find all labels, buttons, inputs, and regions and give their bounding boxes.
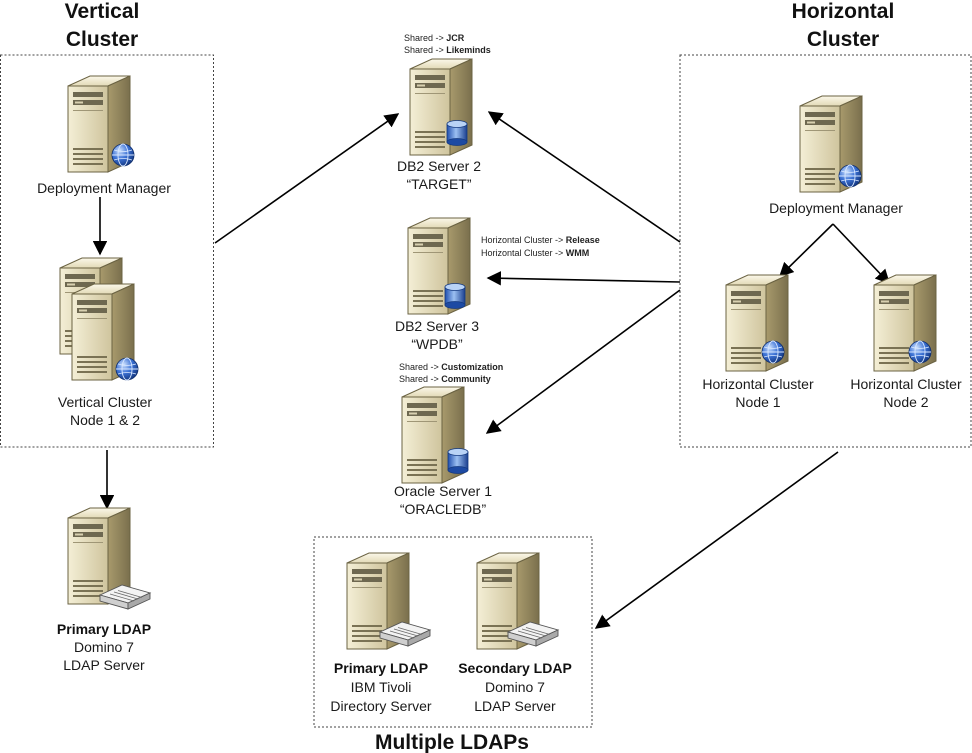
oracle-server-1	[401, 386, 469, 484]
db2-3-label-line1: DB2 Server 3	[395, 318, 479, 334]
globe-icon	[111, 143, 135, 167]
db2-2-label-line1: DB2 Server 2	[397, 158, 481, 174]
horizontal-node-2-label-line1: Horizontal Cluster	[850, 376, 962, 392]
horizontal-node-1-label-line2: Node 1	[735, 394, 780, 410]
db2-2-label-line2: “TARGET”	[406, 176, 471, 192]
horizontal-node-2-label-line2: Node 2	[883, 394, 928, 410]
connector-vertical-to-db2-2	[214, 113, 400, 244]
db2-server-3	[407, 217, 471, 315]
oracle-note-1: Shared -> Customization	[399, 362, 503, 372]
connectors	[92, 111, 890, 629]
db2-2-note-2-prefix: Shared ->	[404, 45, 446, 55]
primary-ldap-left-line3: LDAP Server	[63, 657, 145, 673]
oracle-note-2: Shared -> Community	[399, 374, 491, 384]
connector-horizontal-to-db2-3	[486, 271, 681, 286]
db2-3-note-2: Horizontal Cluster -> WMM	[481, 248, 589, 258]
db2-3-note-1-value: Release	[566, 235, 600, 245]
connector-horizontal-to-ldaps	[594, 451, 839, 629]
vertical-nodes-label-line1: Vertical Cluster	[58, 394, 152, 410]
horizontal-cluster-title-line1: Horizontal	[792, 0, 895, 23]
globe-icon	[908, 340, 932, 364]
vertical-cluster-title-line1: Vertical	[65, 0, 140, 23]
oracle-label-line2: “ORACLEDB”	[400, 501, 487, 517]
vertical-cluster-nodes	[59, 257, 139, 381]
db2-server-2	[409, 58, 473, 156]
horizontal-node-1-label-line1: Horizontal Cluster	[702, 376, 814, 392]
connector-hdm-to-node2	[832, 223, 890, 285]
globe-icon	[838, 164, 862, 188]
vertical-deployment-manager-label: Deployment Manager	[37, 180, 171, 196]
database-cylinder-icon	[447, 448, 469, 474]
secondary-ldap-line2: Domino 7	[485, 679, 545, 695]
db2-2-note-2-value: Likeminds	[446, 45, 491, 55]
globe-icon	[761, 340, 785, 364]
secondary-ldap-line1: Secondary LDAP	[458, 660, 572, 676]
vertical-cluster-frame	[0, 54, 214, 448]
db2-3-note-2-prefix: Horizontal Cluster ->	[481, 248, 566, 258]
oracle-note-1-value: Customization	[441, 362, 503, 372]
database-cylinder-icon	[446, 120, 468, 146]
secondary-ldap-line3: LDAP Server	[474, 698, 556, 714]
db2-3-note-2-value: WMM	[566, 248, 590, 258]
globe-icon	[115, 357, 139, 381]
multiple-ldaps-frame	[313, 536, 593, 728]
primary-ldap-tivoli-line2: IBM Tivoli	[351, 679, 412, 695]
oracle-note-2-value: Community	[441, 374, 491, 384]
database-cylinder-icon	[444, 283, 466, 309]
primary-ldap-tivoli-line1: Primary LDAP	[334, 660, 428, 676]
db2-3-note-1: Horizontal Cluster -> Release	[481, 235, 600, 245]
db2-2-note-1-value: JCR	[446, 33, 465, 43]
connector-horizontal-to-oracle	[485, 289, 681, 434]
horizontal-cluster-node-2	[873, 274, 937, 372]
horizontal-deployment-manager	[799, 95, 863, 193]
horizontal-deployment-manager-label: Deployment Manager	[769, 200, 903, 216]
horizontal-cluster-frame	[679, 54, 972, 448]
multiple-ldaps-title: Multiple LDAPs	[375, 731, 529, 753]
primary-ldap-tivoli-server	[346, 552, 431, 650]
horizontal-cluster-title-line2: Cluster	[807, 28, 879, 51]
primary-ldap-left-line1: Primary LDAP	[57, 621, 151, 637]
primary-ldap-tivoli-line3: Directory Server	[330, 698, 431, 714]
primary-ldap-left-line2: Domino 7	[74, 639, 134, 655]
db2-2-note-1-prefix: Shared ->	[404, 33, 446, 43]
db2-3-label-line2: “WPDB”	[411, 336, 463, 352]
vertical-nodes-label-line2: Node 1 & 2	[70, 412, 140, 428]
db2-2-note-1: Shared -> JCR	[404, 33, 465, 43]
db2-2-note-2: Shared -> Likeminds	[404, 45, 491, 55]
primary-ldap-left-server	[67, 507, 151, 610]
vertical-deployment-manager	[67, 75, 135, 173]
oracle-note-2-prefix: Shared ->	[399, 374, 441, 384]
secondary-ldap-domino-server	[476, 552, 559, 650]
connector-hdm-to-node1	[778, 223, 834, 278]
horizontal-cluster-node-1	[725, 274, 789, 372]
connector-horizontal-to-db2-2	[487, 111, 681, 243]
oracle-label-line1: Oracle Server 1	[394, 483, 492, 499]
db2-3-note-1-prefix: Horizontal Cluster ->	[481, 235, 566, 245]
vertical-cluster-title-line2: Cluster	[66, 28, 138, 51]
oracle-note-1-prefix: Shared ->	[399, 362, 441, 372]
